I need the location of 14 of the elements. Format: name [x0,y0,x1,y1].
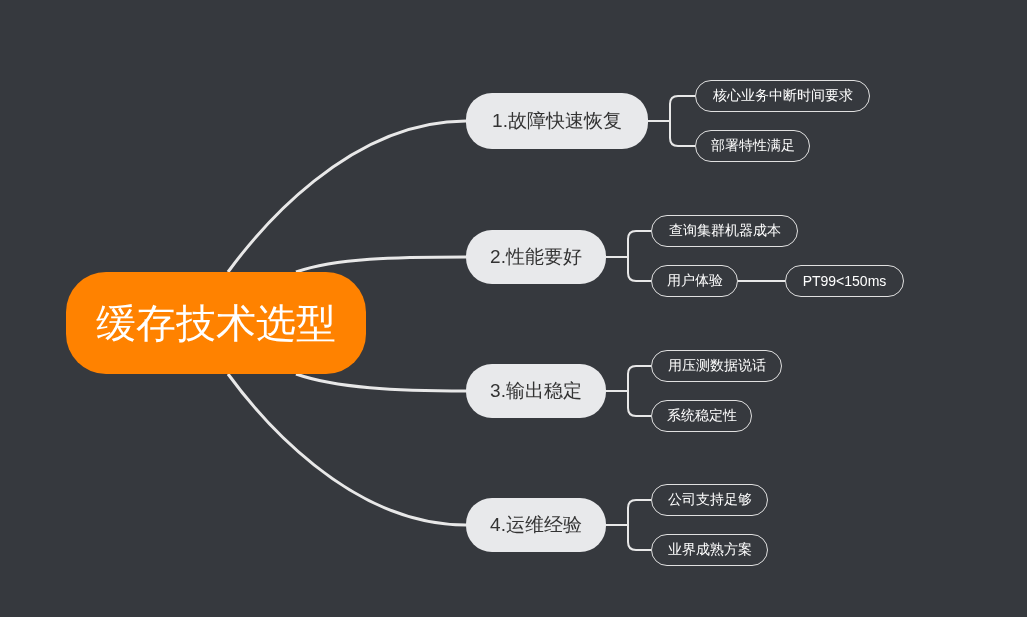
topic-box: 1.故障快速恢复 [466,93,648,149]
topic-box: 2.性能要好 [466,230,606,284]
connector-line [295,372,466,393]
connector-line [605,256,652,282]
connector-line [605,390,652,417]
topic-box: 4.运维经验 [466,498,606,552]
connector-line [295,255,466,274]
topic-box: 3.输出稳定 [466,364,606,418]
connector-line [647,120,696,147]
connector-line [226,373,467,527]
central-topic: 缓存技术选型 [66,272,366,374]
connector-line [226,119,467,273]
connector-line [737,280,786,282]
connector-line [605,524,652,551]
